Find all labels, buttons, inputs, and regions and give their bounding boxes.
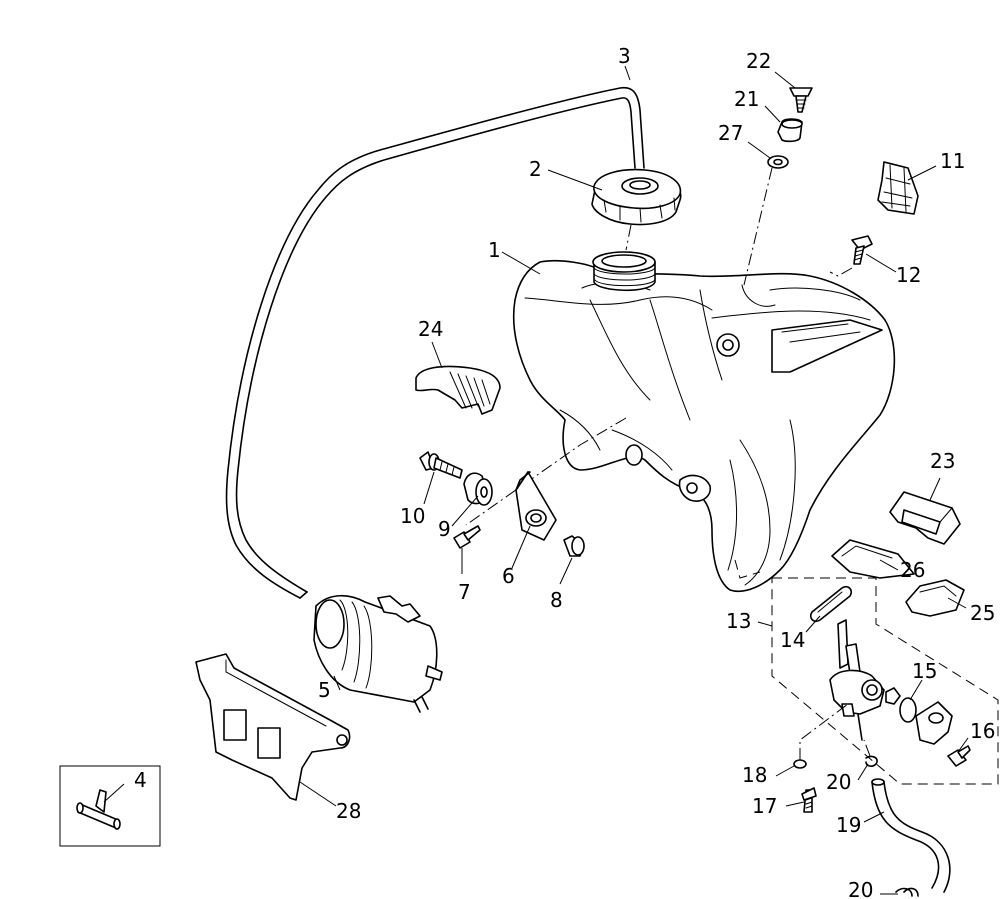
- part-18-o-ring: [793, 703, 849, 769]
- callout-7: 7: [458, 580, 471, 604]
- part-2-fuel-cap: [591, 168, 682, 226]
- callout-13: 13: [726, 609, 751, 633]
- part-11-clip: [877, 161, 919, 215]
- callout-10: 10: [400, 504, 425, 528]
- part-3-vent-hose: [225, 86, 645, 599]
- part-14-o-ring: [809, 585, 853, 623]
- callout-2: 2: [529, 157, 542, 181]
- part-27-washer: [767, 155, 789, 169]
- callout-9: 9: [438, 517, 451, 541]
- part-19-fuel-hose: [871, 778, 951, 893]
- part-8-collar: [563, 535, 585, 557]
- callout-16: 16: [970, 719, 995, 743]
- part-6-bracket: [515, 471, 557, 541]
- callout-15: 15: [912, 659, 937, 683]
- part-24-rubber-pad: [415, 365, 501, 415]
- callout-27: 27: [718, 121, 743, 145]
- callout-17: 17: [752, 794, 777, 818]
- part-26-pad: [831, 539, 915, 579]
- callout-24: 24: [418, 317, 443, 341]
- callout-20a: 20: [826, 770, 851, 794]
- part-12-bolt: [829, 235, 873, 277]
- callout-22: 22: [746, 49, 771, 73]
- callout-26: 26: [900, 558, 925, 582]
- callout-21: 21: [734, 87, 759, 111]
- callout-19: 19: [836, 813, 861, 837]
- callout-23: 23: [930, 449, 955, 473]
- callout-3: 3: [618, 44, 631, 68]
- callout-6: 6: [502, 564, 515, 588]
- part-1-fuel-tank: [512, 251, 896, 592]
- part-28-guard: [195, 653, 351, 801]
- callout-20b: 20: [848, 878, 873, 899]
- leader-lines: [103, 65, 969, 895]
- callout-4: 4: [134, 768, 147, 792]
- part-4-tee-fitting: [59, 765, 161, 847]
- part-5-canister: [313, 594, 443, 713]
- callout-5: 5: [318, 678, 331, 702]
- part-20-hose-clip-lower: [895, 887, 919, 897]
- part-21-spacer: [777, 118, 803, 143]
- part-15-washer-seal: [885, 687, 917, 723]
- callout-14: 14: [780, 628, 805, 652]
- part-9-bushing: [463, 472, 493, 506]
- callout-25: 25: [970, 601, 995, 625]
- part-13-fuel-tap: [829, 619, 885, 741]
- part-17-screw: [801, 787, 817, 813]
- part-20-hose-clip-upper: [863, 739, 878, 767]
- callout-12: 12: [896, 263, 921, 287]
- callout-18: 18: [742, 763, 767, 787]
- part-16-lever: [915, 701, 971, 767]
- callout-8: 8: [550, 588, 563, 612]
- part-7-screw: [453, 525, 481, 549]
- part-10-bolt: [419, 451, 463, 479]
- callout-28: 28: [336, 799, 361, 823]
- part-22-screw: [789, 87, 813, 113]
- callouts: 1 2 3 4 5 6 7 8 9 10 11 12 13 14 15 16 1…: [134, 44, 995, 899]
- part-23-clamp: [889, 491, 961, 545]
- callout-11: 11: [940, 149, 965, 173]
- callout-1: 1: [488, 238, 501, 262]
- part-25-pad: [905, 579, 965, 617]
